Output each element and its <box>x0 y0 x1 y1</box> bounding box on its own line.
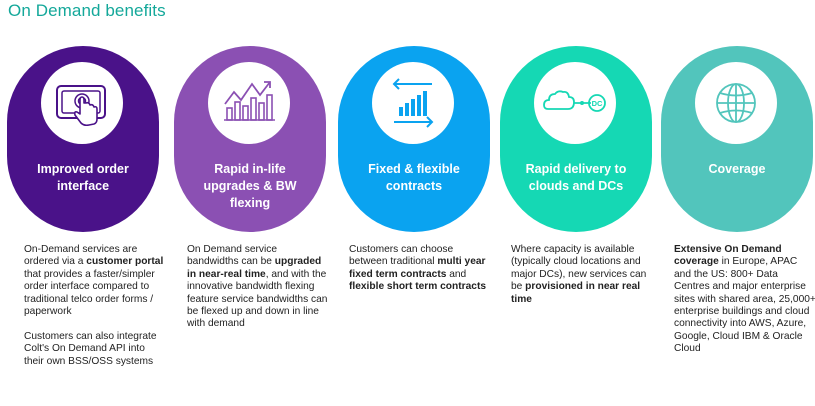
card-heading-line: Coverage <box>708 162 766 176</box>
description-text: , and with the innovative bandwidth flex… <box>187 268 328 330</box>
card-heading: Coverage <box>667 161 807 178</box>
description-text: Customers can also integrate Colt's On D… <box>24 330 157 367</box>
card-description: On Demand service bandwidths can be upgr… <box>187 244 329 343</box>
description-bold-text: Extensive On Demand coverage <box>674 244 782 268</box>
description-bold-text: multi year fixed term contracts <box>349 256 486 280</box>
icon-circle: DC <box>534 62 616 144</box>
icon-circle <box>695 62 777 144</box>
card-heading-line: upgrades & BW <box>203 179 297 193</box>
description-text: On-Demand services are ordered via a <box>24 244 138 268</box>
card-description: Where capacity is available (typically c… <box>511 244 653 318</box>
flexible-contract-icon <box>392 78 434 128</box>
dc-label: DC <box>592 99 603 108</box>
card-heading-line: clouds and DCs <box>528 179 624 193</box>
card-heading-line: contracts <box>385 179 443 193</box>
card-description: Extensive On Demand coverage in Europe, … <box>674 244 815 368</box>
description-paragraph: Customers can also integrate Colt's On D… <box>24 331 166 368</box>
description-paragraph: On Demand service bandwidths can be upgr… <box>187 244 329 331</box>
card-heading-line: interface <box>56 179 110 193</box>
card-heading-line: Improved order <box>37 162 129 176</box>
card-coverage: Coverage <box>661 46 813 232</box>
card-heading-line: Rapid delivery to <box>525 162 627 176</box>
icon-circle <box>208 62 290 144</box>
cloud-dc-icon: DC <box>543 90 606 112</box>
card-description: Customers can choose between traditional… <box>349 244 491 306</box>
card-description: On-Demand services are ordered via a cus… <box>24 244 166 380</box>
card-fixed-flexible-contracts: Fixed & flexible contracts <box>338 46 490 232</box>
card-heading-line: Rapid in-life <box>214 162 286 176</box>
description-paragraph: On-Demand services are ordered via a cus… <box>24 244 166 318</box>
description-text: Where capacity is available (typically c… <box>511 244 647 293</box>
card-rapid-delivery-clouds: DC Rapid delivery to clouds and DCs <box>500 46 652 232</box>
description-text: in Europe, APAC and the US: 800+ Data Ce… <box>674 256 815 355</box>
icon-circle <box>41 62 123 144</box>
globe-icon <box>716 83 756 123</box>
card-heading: Rapid delivery to clouds and DCs <box>506 161 646 195</box>
bandwidth-chart-icon <box>224 81 275 121</box>
description-paragraph: Where capacity is available (typically c… <box>511 244 653 306</box>
description-bold-text: provisioned in near real time <box>511 281 641 305</box>
description-bold-text: flexible short term contracts <box>349 281 487 293</box>
description-paragraph: Extensive On Demand coverage in Europe, … <box>674 244 815 356</box>
card-heading: Rapid in-life upgrades & BW flexing <box>180 161 320 212</box>
description-text: Customers can choose between traditional <box>349 244 454 268</box>
description-text: and <box>446 268 467 280</box>
description-bold-text: customer portal <box>86 256 164 268</box>
description-paragraph: Customers can choose between traditional… <box>349 244 491 294</box>
description-text: that provides a faster/simpler order int… <box>24 268 155 318</box>
description-bold-text: upgraded in near-real time <box>187 256 322 280</box>
card-heading-line: Fixed & flexible <box>368 162 460 176</box>
icon-circle <box>372 62 454 144</box>
card-heading: Improved order interface <box>13 161 153 195</box>
description-text: On Demand service bandwidths can be <box>187 244 278 268</box>
card-rapid-in-life-upgrades: Rapid in-life upgrades & BW flexing <box>174 46 326 232</box>
card-improved-order-interface: Improved order interface <box>7 46 159 232</box>
page-title: On Demand benefits <box>8 1 166 20</box>
touch-screen-icon <box>56 85 106 127</box>
card-heading-line: flexing <box>229 196 271 210</box>
card-heading: Fixed & flexible contracts <box>344 161 484 195</box>
